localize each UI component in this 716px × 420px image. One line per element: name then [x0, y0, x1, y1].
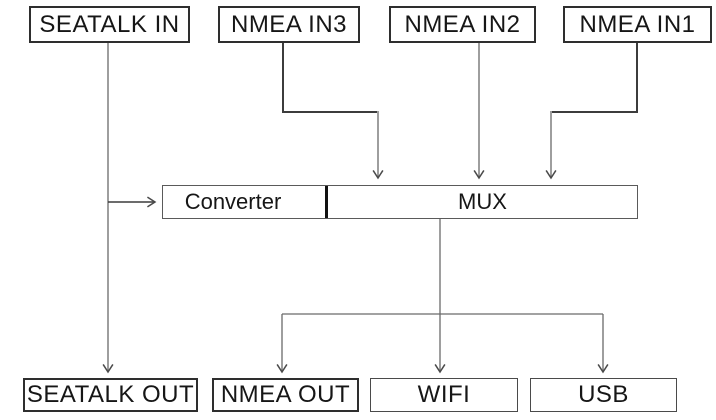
node-converter-mux: Converter MUX — [162, 185, 638, 219]
node-usb-label: USB — [578, 381, 629, 408]
connector-nmeain3-elbow — [282, 43, 377, 113]
converter-label: Converter — [184, 189, 282, 214]
node-nmea-in1-label: NMEA IN1 — [579, 10, 696, 38]
node-seatalk-out: SEATALK OUT — [23, 378, 198, 412]
node-usb: USB — [530, 378, 677, 412]
node-nmea-in3-label: NMEA IN3 — [230, 10, 348, 38]
node-seatalk-out-label: SEATALK OUT — [26, 381, 195, 408]
node-seatalk-in: SEATALK IN — [29, 6, 190, 43]
node-wifi: WIFI — [370, 378, 518, 412]
node-nmea-out-label: NMEA OUT — [220, 381, 351, 408]
connector-nmeain1-elbow — [552, 43, 638, 113]
node-nmea-in3: NMEA IN3 — [218, 6, 360, 43]
node-seatalk-in-label: SEATALK IN — [39, 10, 180, 38]
mux-section: MUX — [326, 186, 639, 218]
converter-mux-divider — [325, 186, 328, 218]
node-nmea-in1: NMEA IN1 — [563, 6, 712, 43]
converter-section: Converter — [163, 186, 303, 218]
node-nmea-in2-label: NMEA IN2 — [404, 10, 521, 38]
node-nmea-in2: NMEA IN2 — [389, 6, 536, 43]
node-wifi-label: WIFI — [417, 381, 471, 408]
node-nmea-out: NMEA OUT — [212, 378, 359, 412]
mux-label: MUX — [458, 189, 507, 214]
